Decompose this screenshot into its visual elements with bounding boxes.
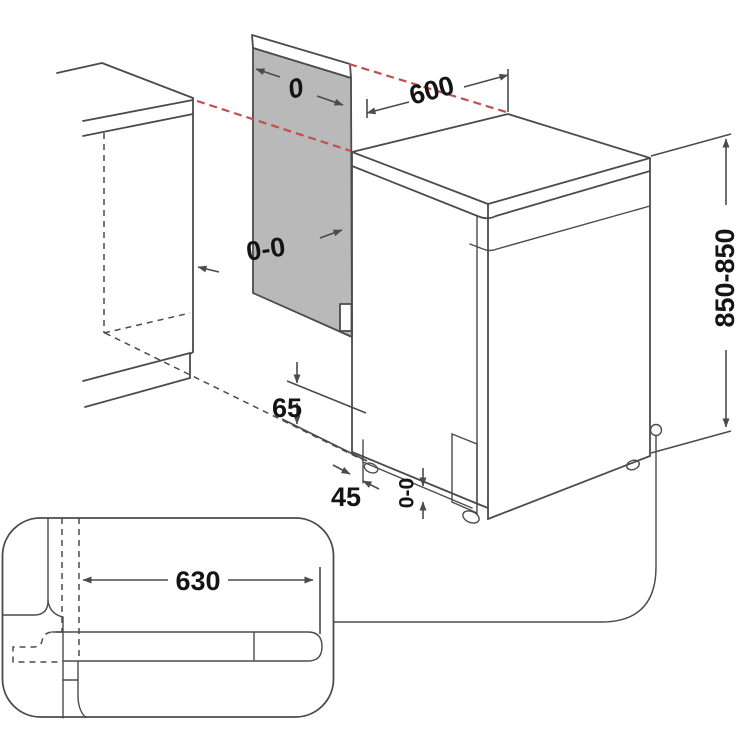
dimension-foot-adjust: 0-0 xyxy=(396,468,427,519)
panel-thickness-label: 0 xyxy=(285,72,307,105)
cabinet-outline xyxy=(56,62,364,461)
width-dimension-label: 600 xyxy=(406,70,457,111)
alignment-dashes xyxy=(196,62,507,153)
toe-kick-panel xyxy=(451,432,478,515)
front-right-foot xyxy=(462,510,480,524)
dishwasher xyxy=(351,113,651,524)
base-height-label: 65 xyxy=(272,393,302,423)
side-gap-label: 0-0 xyxy=(244,232,287,267)
foot-adjust-label: 0-0 xyxy=(396,478,419,508)
dimension-detail-depth: 630 xyxy=(82,566,321,634)
detail-depth-label: 630 xyxy=(175,566,220,596)
dimension-height: 850-850 xyxy=(650,133,736,454)
callout-circle xyxy=(649,423,663,437)
alignment-dash-cabinet xyxy=(196,99,352,153)
dishwasher-top-face xyxy=(351,113,651,205)
detail-leader xyxy=(333,423,663,623)
dimension-plinth-recess: 45 xyxy=(331,464,380,512)
dimension-base-height: 65 xyxy=(272,362,368,462)
dishwasher-side-bottom xyxy=(487,455,651,520)
dimension-panel-thickness: 0 xyxy=(255,68,344,106)
detail-inset: 630 xyxy=(1,517,335,719)
spacer-panel xyxy=(251,34,353,338)
inset-base-band xyxy=(51,631,323,662)
inset-hidden-step xyxy=(12,631,63,663)
dimension-side-gap: 0-0 xyxy=(197,229,343,273)
floor-hidden-line xyxy=(104,332,364,461)
height-dimension-label: 850-850 xyxy=(710,228,736,327)
panel-notch xyxy=(339,303,353,332)
plinth-recess-label: 45 xyxy=(331,482,361,512)
rear-foot xyxy=(626,459,640,471)
inset-border xyxy=(1,517,335,718)
alignment-dash-panel xyxy=(348,62,507,114)
front-left-foot xyxy=(363,462,379,474)
